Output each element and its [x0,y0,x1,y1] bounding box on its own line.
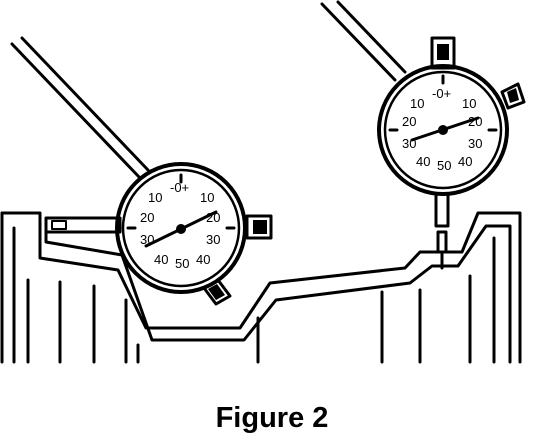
dial-label: 10 [410,96,424,111]
dial-label: -0+ [170,180,189,195]
dial-label: 20 [140,210,154,225]
dial-label: 30 [468,136,482,151]
dial-label: 40 [196,252,210,267]
right-dial-indicator [320,0,526,270]
left-dial-indicator [10,36,273,306]
dial-label: 50 [437,158,451,173]
dial-label: 20 [468,114,482,129]
workpiece-housing [0,211,522,364]
right-dial-scale: -0+ 10 10 20 20 30 30 40 50 40 [402,86,482,173]
figure-caption: Figure 2 [215,402,329,434]
left-dial-scale: -0+ 10 10 20 20 30 30 40 50 40 [140,180,220,271]
dial-label: 30 [402,136,416,151]
dial-label: 30 [140,232,154,247]
dial-label: -0+ [432,86,451,101]
dial-label: 50 [175,256,189,271]
dial-label: 30 [206,232,220,247]
dial-label: 10 [200,190,214,205]
dial-label: 40 [416,154,430,169]
dial-label: 40 [458,154,472,169]
dial-label: 10 [462,96,476,111]
dial-label: 20 [402,114,416,129]
dial-label: 20 [206,210,220,225]
dial-label: 10 [148,190,162,205]
dial-label: 40 [154,252,168,267]
